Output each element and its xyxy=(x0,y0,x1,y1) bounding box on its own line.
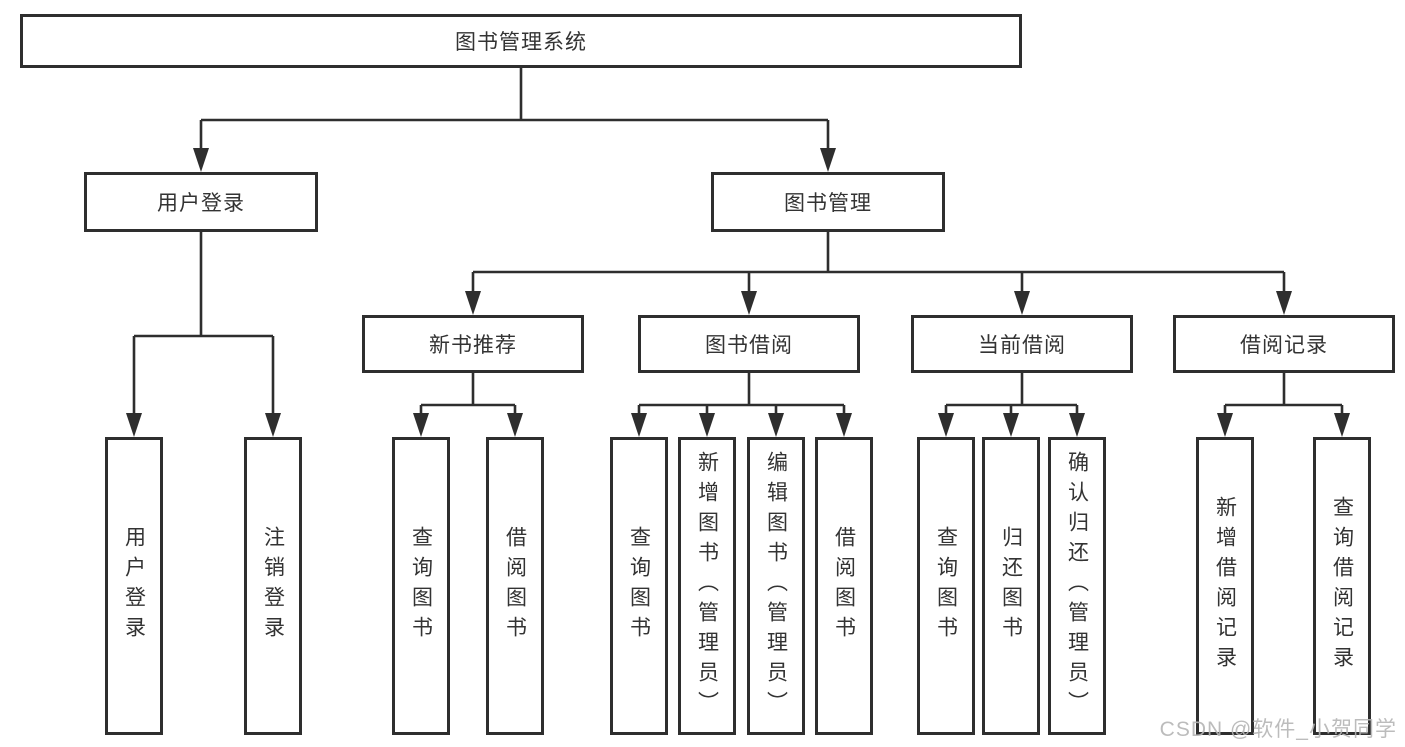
node-new-book-recommend: 新书推荐 xyxy=(362,315,584,373)
leaf-current-confirm-return-admin: 确认归还（管理员） xyxy=(1048,437,1106,735)
node-user-login: 用户登录 xyxy=(84,172,318,232)
node-current-borrow: 当前借阅 xyxy=(911,315,1133,373)
node-book-borrow: 图书借阅 xyxy=(638,315,860,373)
leaf-current-return-book: 归还图书 xyxy=(982,437,1040,735)
leaf-user-login: 用户登录 xyxy=(105,437,163,735)
leaf-logout-login: 注销登录 xyxy=(244,437,302,735)
leaf-records-add-record: 新增借阅记录 xyxy=(1196,437,1254,735)
leaf-borrow-query-book: 查询图书 xyxy=(610,437,668,735)
node-book-management: 图书管理 xyxy=(711,172,945,232)
leaf-borrow-edit-book-admin: 编辑图书（管理员） xyxy=(747,437,805,735)
leaf-newbook-borrow-book: 借阅图书 xyxy=(486,437,544,735)
node-borrow-records: 借阅记录 xyxy=(1173,315,1395,373)
leaf-borrow-borrow-book: 借阅图书 xyxy=(815,437,873,735)
node-root: 图书管理系统 xyxy=(20,14,1022,68)
leaf-newbook-query-book: 查询图书 xyxy=(392,437,450,735)
leaf-current-query-book: 查询图书 xyxy=(917,437,975,735)
leaf-borrow-add-book-admin: 新增图书（管理员） xyxy=(678,437,736,735)
leaf-records-query-record: 查询借阅记录 xyxy=(1313,437,1371,735)
